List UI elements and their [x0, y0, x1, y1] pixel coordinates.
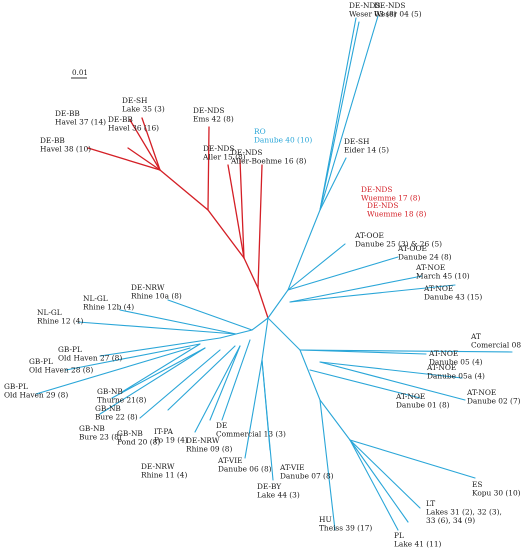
label-wuemme17: DE-NDS Wuemme 17 (8) — [361, 185, 421, 203]
red-clade-branches — [87, 117, 269, 319]
branch-danube06 — [244, 359, 263, 459]
label-danube43: AT-NOE Danube 43 (15) — [423, 284, 482, 302]
label-commercial13: DE Commercial 13 (3) — [216, 421, 286, 439]
branch-commercial13 — [221, 339, 251, 421]
label-rhine12b: NL-GL Rhine 12b (4) — [83, 294, 134, 312]
branch-oldhaven27 — [99, 337, 221, 357]
branch-danube25 — [287, 243, 346, 291]
branch-danube02 — [319, 361, 466, 401]
label-rhine09: DE-NRW Rhine 09 (8) — [186, 436, 233, 454]
label-danube06: AT-VIE Danube 06 (8) — [217, 456, 272, 474]
label-bure22: GB-NB Bure 22 (8) — [95, 404, 138, 422]
label-weser03: DE-NDS Weser 03 (8) — [349, 1, 397, 19]
branch-oldhaven28 — [65, 343, 201, 371]
branch-weser03b — [319, 21, 360, 211]
label-allerboehme16: DE-NDS Aller-Boehme 16 (8) — [230, 148, 307, 166]
branch-danube05a — [319, 361, 463, 379]
branch-havel36 — [129, 119, 161, 171]
branch-lower-center-stem — [261, 317, 269, 361]
branch-lakes31 — [349, 439, 421, 509]
label-rhine11: DE-NRW Rhine 11 (4) — [141, 462, 188, 480]
branch-pond20 — [139, 349, 221, 419]
label-aller15: DE-NDS Aller 15 (8) — [202, 144, 246, 162]
label-oldhaven27: GB-PL Old Haven 27 (8) — [58, 345, 122, 363]
label-danube01: AT-NOE Danube 01 (8) — [395, 392, 450, 410]
branch-lower-right-stem — [267, 317, 301, 351]
red-clade-stem — [243, 257, 269, 319]
branch-weser03 — [319, 17, 357, 211]
blue-clade-branches — [35, 15, 513, 531]
branch-kopu30 — [349, 439, 476, 479]
scale-bar: 0.01 — [71, 68, 88, 79]
branch-rhine12b — [119, 309, 237, 335]
branch-lake44 — [261, 359, 274, 481]
branch-lake35 — [141, 117, 161, 171]
label-danube24: AT-OOE Danube 24 (8) — [397, 244, 452, 262]
label-havel36: DE-BB Havel 36 (16) — [108, 115, 159, 133]
branch-rhine09 — [209, 345, 241, 421]
label-danube05: AT-NOE Danube 05 (4) — [428, 349, 483, 367]
branch-bure22 — [111, 347, 206, 399]
label-pond20: GB-NB Pond 20 (8) — [117, 429, 160, 447]
label-rhine12: NL-GL Rhine 12 (4) — [37, 308, 84, 326]
label-thurne21: GB-NB Thurne 21(8) — [97, 387, 146, 405]
label-danube07: AT-VIE Danube 07 (8) — [279, 463, 334, 481]
branch-thurne21 — [121, 343, 201, 393]
branch-lake41 — [349, 439, 399, 531]
branch-eider14 — [319, 157, 347, 211]
branch-theiss39 — [319, 399, 336, 531]
label-ems42: DE-NDS Ems 42 (8) — [193, 106, 234, 124]
branch-oldhaven29 — [35, 347, 191, 395]
scale-bar-label: 0.01 — [72, 68, 88, 77]
label-wuemme18: DE-NDS Wuemme 18 (8) — [367, 201, 427, 219]
branch-havel37 — [127, 147, 161, 171]
label-danube05a: AT-NOE Danube 05a (4) — [426, 363, 485, 381]
label-lake41: PL Lake 41 (11) — [394, 531, 442, 549]
label-march45: AT-NOE March 45 (10) — [415, 263, 470, 281]
label-lakes31: LT Lakes 31 (2), 32 (3), 33 (6), 34 (9) — [426, 499, 504, 525]
label-bure23: GB-NB Bure 23 (8) — [79, 424, 122, 442]
branch-danube43 — [289, 284, 456, 303]
branch-rhine12 — [77, 321, 237, 335]
label-havel38: DE-BB Havel 38 (10) — [40, 136, 91, 154]
branch-rhine11 — [194, 345, 241, 433]
label-danube25: AT-OOE Danube 25 (3) & 26 (5) — [354, 231, 442, 249]
branch-march45 — [289, 275, 423, 303]
label-weser04: DE-NDS Weser 04 (5) — [374, 1, 422, 19]
label-kopu30: ES Kopu 30 (10) — [472, 480, 521, 498]
label-theiss39: HU Theiss 39 (17) — [319, 515, 372, 533]
label-oldhaven28: GB-PL Old Haven 28 (8) — [29, 357, 93, 375]
label-danube40: RO Danube 40 (10) — [254, 127, 312, 145]
branch-allerboehme16 — [239, 159, 245, 259]
branch-po19 — [167, 345, 236, 411]
taxon-labels: DE-NDS Weser 03 (8) DE-NDS Weser 04 (5) … — [4, 1, 523, 549]
label-lake35: DE-SH Lake 35 (3) — [122, 96, 165, 114]
label-rhine10a: DE-NRW Rhine 10a (8) — [131, 283, 182, 301]
branch-danube01 — [309, 369, 421, 399]
branch-weser04 — [319, 15, 379, 211]
label-commercial08: AT Comercial 08 (3) — [470, 332, 523, 350]
branch-bure23 — [99, 347, 206, 415]
branch-danube40 — [257, 164, 263, 289]
label-danube02: AT-NOE Danube 02 (7) — [466, 388, 521, 406]
label-po19: IT-PA Po 19 (4) — [154, 427, 188, 445]
label-eider14: DE-SH Eider 14 (5) — [344, 137, 389, 155]
branch-ems42 — [207, 126, 210, 211]
label-lake44: DE-BY Lake 44 (3) — [257, 482, 300, 500]
branch-havel38 — [87, 147, 161, 171]
label-havel37: DE-BB Havel 37 (14) — [55, 109, 106, 127]
label-oldhaven29: GB-PL Old Haven 29 (8) — [4, 382, 68, 400]
branch-lakes31b — [349, 439, 409, 523]
branch-danube05 — [299, 349, 427, 355]
branch-danube24 — [287, 256, 399, 291]
branch-rhine10a — [167, 299, 253, 331]
branch-aller15 — [227, 164, 245, 259]
branch-commercial08 — [299, 349, 513, 353]
